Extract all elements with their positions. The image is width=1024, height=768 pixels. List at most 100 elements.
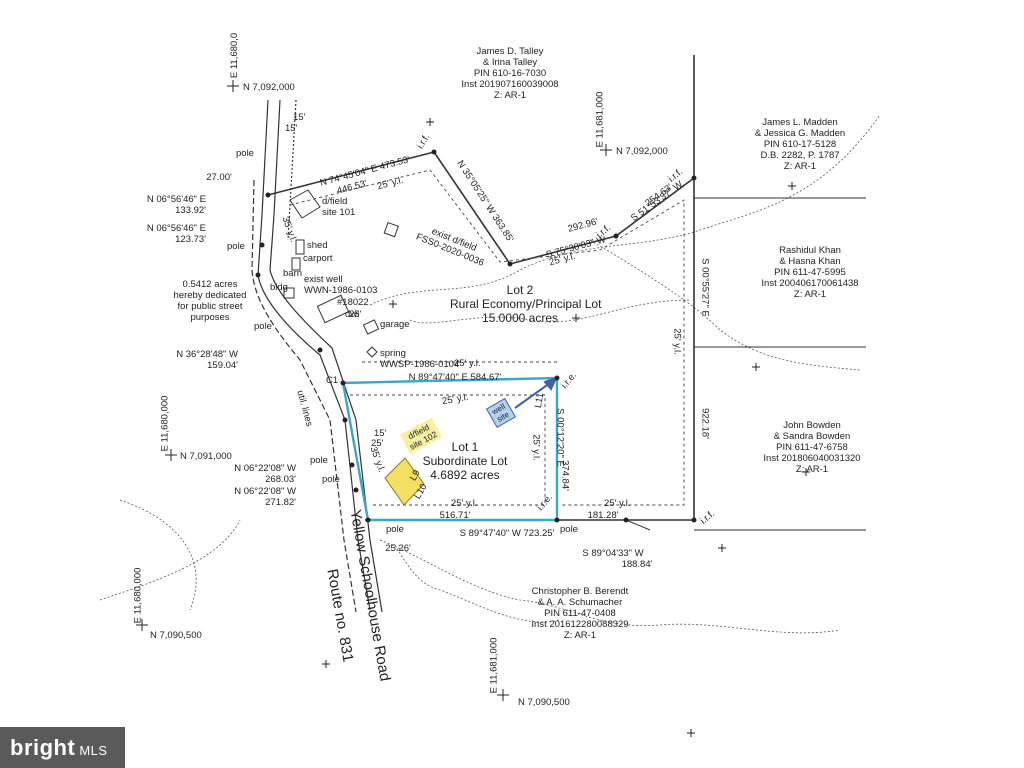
barn-label: barn xyxy=(283,268,303,279)
berendt-line: PIN 611-47-0408 xyxy=(544,608,616,619)
bowden-line: Z: AR-1 xyxy=(795,464,829,475)
bearing-lot1-north: N 89°47'40" E 584.67' xyxy=(408,372,502,383)
adjacent-lines xyxy=(625,197,866,531)
lot2-label: Lot 2 Rural Economy/Principal Lot 15.000… xyxy=(450,283,602,325)
brand-name: bright xyxy=(10,734,76,760)
grid-northing: N 7,092,000 xyxy=(616,146,668,157)
west-bearing-2: N 06°56'46" E 123.73' xyxy=(118,223,206,245)
west-bearing-5: N 06°22'08" W 271.82' xyxy=(206,486,296,508)
house-number: #18022 xyxy=(337,297,369,308)
west-bearing-3-dist: 159.04' xyxy=(207,360,238,371)
lot2-acres: 15.0000 acres xyxy=(481,311,559,325)
terrain-lines xyxy=(99,114,881,634)
offset-15-label: 15' xyxy=(374,428,387,439)
berendt-line: Inst 201612280088329 xyxy=(531,619,629,630)
shed-label: shed xyxy=(307,240,328,251)
dedication-note: 0.5412 acres hereby dedicated for public… xyxy=(165,279,255,323)
dwelling-label: dwl xyxy=(345,309,360,320)
buildings xyxy=(283,239,380,358)
pole-label: pole xyxy=(236,148,254,159)
bowden-line: & Sandra Bowden xyxy=(773,431,851,442)
dedication-line: for public street xyxy=(177,301,243,312)
setback-lines xyxy=(289,169,685,506)
lot1-type: Subordinate Lot xyxy=(422,454,508,468)
offset-25-label: 25' xyxy=(349,309,362,320)
khan-line: Rashidul Khan xyxy=(779,245,841,256)
yl-label: 25' y.l. xyxy=(671,328,683,355)
carport-label: carport xyxy=(303,253,333,264)
spring-label: spring WWSP-1986-0104 xyxy=(380,348,459,370)
lot1-acres: 4.6892 acres xyxy=(430,468,500,482)
neighbor-madden: James L. Madden & Jessica G. Madden PIN … xyxy=(730,117,870,172)
grid-easting: E 11,681,000 xyxy=(594,91,606,148)
west-bearing-2-dir: N 06°56'46" E xyxy=(146,223,206,234)
dedication-line: purposes xyxy=(190,312,230,323)
survey-points xyxy=(255,149,697,523)
khan-line: Inst 200406170061438 xyxy=(761,278,859,289)
grid-easting: E 11,680,000 xyxy=(132,567,144,624)
bowden-line: John Bowden xyxy=(783,420,841,431)
west-bearing-1-dir: N 06°56'46" E xyxy=(146,194,206,205)
pole-label: pole xyxy=(560,524,578,535)
lot1-title: Lot 1 xyxy=(451,440,479,454)
lot1-label: Lot 1 Subordinate Lot 4.6892 acres xyxy=(410,440,520,482)
yl-label: 25' y.l. xyxy=(451,498,478,509)
lot2-type: Rural Economy/Principal Lot xyxy=(450,297,602,311)
talley-line: James D. Talley xyxy=(476,46,544,57)
bearing-south: S 89°47'40" W 723.25' xyxy=(459,528,555,539)
bearing-lot1-east-dist: 374.84' xyxy=(559,460,571,491)
grid-northing: N 7,092,000 xyxy=(243,82,295,93)
bowden-line: PIN 611-47-6758 xyxy=(776,442,848,453)
dfield101-label: d/field site 101 xyxy=(322,196,355,218)
grid-easting: E 11,681,000 xyxy=(488,637,500,694)
grid-northing: N 7,091,000 xyxy=(180,451,232,462)
exist-well-line: WWN-1986-0103 xyxy=(304,285,378,296)
dfield101-line: d/field xyxy=(322,196,348,207)
lot2-title: Lot 2 xyxy=(506,283,534,297)
west-bearing-1-dist: 133.92' xyxy=(175,205,206,216)
bearing-east: S 00°55'27" E xyxy=(699,258,711,317)
berendt-line: Christopher B. Berendt xyxy=(531,586,629,597)
neighbor-talley: James D. Talley & Irina Talley PIN 610-1… xyxy=(430,46,590,101)
dfield101-line: site 101 xyxy=(322,207,356,218)
madden-line: & Jessica G. Madden xyxy=(754,128,846,139)
brand-logo: bright MLS xyxy=(0,727,125,768)
brand-suffix: MLS xyxy=(79,743,108,758)
exist-dfield-square xyxy=(383,221,399,238)
bowden-line: Inst 201806040031320 xyxy=(763,453,861,464)
west-bearing-2-dist: 123.73' xyxy=(175,234,206,245)
talley-line: PIN 610-16-7030 xyxy=(473,68,547,79)
offset-15-label: 15' xyxy=(293,112,306,123)
west-bearing-4-dist: 268.03' xyxy=(265,474,296,485)
khan-line: PIN 611-47-5995 xyxy=(774,267,846,278)
drainfield-102 xyxy=(384,457,425,506)
bearing-lot1-south-yl: 516.71' xyxy=(439,510,471,521)
yl-label: 25' y.l. xyxy=(454,358,481,369)
pole-label: pole xyxy=(386,524,404,535)
madden-line: PIN 610-17-5128 xyxy=(763,139,837,150)
talley-line: & Irina Talley xyxy=(482,57,538,68)
exist-well-label: exist well WWN-1986-0103 xyxy=(304,274,377,296)
pole-label: pole xyxy=(322,474,340,485)
dedication-line: hereby dedicated xyxy=(173,290,247,301)
west-bearing-3-dir: N 36°28'48" W xyxy=(176,349,238,360)
drainfield-101 xyxy=(289,189,321,219)
west-bearing-6: 27.00' xyxy=(206,172,232,183)
west-bearing-5-dir: N 06°22'08" W xyxy=(234,486,296,497)
madden-line: Z: AR-1 xyxy=(783,161,817,172)
grid-easting: E 11,680,0 xyxy=(229,32,241,79)
yl-label: 25' y.l. xyxy=(530,434,542,461)
berendt-line: Z: AR-1 xyxy=(563,630,597,641)
madden-line: D.B. 2282, P. 1787 xyxy=(760,150,840,161)
pole-label: pole xyxy=(254,321,272,332)
bearing-east-dist: 922.18' xyxy=(699,408,711,439)
neighbor-khan: Rashidul Khan & Hasna Khan PIN 611-47-59… xyxy=(740,245,880,300)
west-bearing-5-dist: 271.82' xyxy=(265,497,296,508)
bearing-road-offset: 25.26' xyxy=(385,543,411,554)
plus-markers xyxy=(322,118,810,737)
bldg-label: bldg xyxy=(270,282,288,293)
offset-15-label: 15' xyxy=(285,123,298,134)
grid-easting: E 11,680,000 xyxy=(159,395,171,452)
pole-label: pole xyxy=(310,455,328,466)
